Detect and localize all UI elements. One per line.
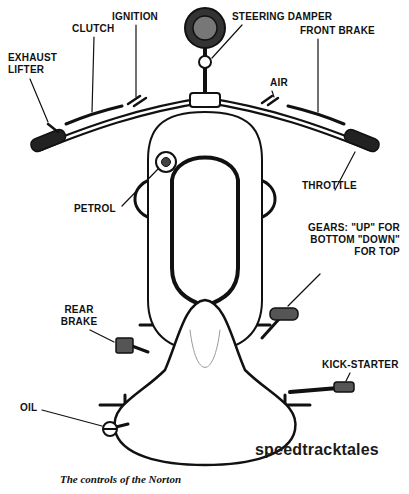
- rear-brake-pedal: [116, 338, 133, 353]
- saddle: [114, 300, 295, 465]
- figure-caption: The controls of the Norton: [60, 473, 181, 486]
- leader-line: [92, 37, 94, 112]
- part-label: GEARS: "UP" FOR BOTTOM "DOWN" FOR TOP: [292, 222, 400, 258]
- tank-panel: [172, 158, 238, 307]
- brake-arm: [132, 346, 148, 352]
- kick-starter-arm: [290, 388, 338, 392]
- part-label: FRONT BRAKE: [300, 25, 375, 37]
- petrol-cap-centre: [162, 158, 171, 167]
- leader-line: [317, 39, 318, 112]
- leader-line: [346, 373, 350, 381]
- gear-lever-pedal: [270, 308, 298, 320]
- part-label: CLUTCH: [72, 23, 114, 35]
- left-grip: [29, 128, 67, 154]
- leader-line: [90, 330, 114, 342]
- leader-line: [288, 274, 320, 306]
- part-label: OIL: [20, 402, 37, 414]
- leader-line: [122, 169, 158, 206]
- part-label: EXHAUST LIFTER: [8, 52, 70, 76]
- saddle-shade: [190, 330, 220, 368]
- kick-starter-pedal: [334, 382, 354, 392]
- part-label: PETROL: [74, 203, 116, 215]
- part-label: IGNITION: [112, 11, 158, 23]
- petrol-cap: [156, 152, 176, 172]
- leader-line: [212, 25, 242, 58]
- steering-damper-knob: [199, 56, 211, 68]
- oil-tap: [103, 422, 117, 436]
- part-label: STEERING DAMPER: [232, 11, 332, 23]
- headlamp: [185, 8, 225, 48]
- gear-lever-arm: [262, 318, 280, 338]
- exhaust-lifter: [48, 124, 58, 132]
- leader-line: [30, 79, 48, 122]
- part-label: AIR: [270, 77, 288, 89]
- part-label: REAR BRAKE: [56, 304, 102, 328]
- air-lever: [262, 96, 278, 105]
- leader-line: [135, 25, 136, 97]
- front-brake-lever: [288, 106, 344, 124]
- part-label: THROTTLE: [302, 180, 357, 192]
- ignition-lever: [128, 96, 146, 106]
- clutch-lever: [66, 106, 122, 124]
- leader-line: [272, 91, 274, 97]
- watermark: speedtracktales: [255, 441, 379, 459]
- speedometer: [193, 16, 217, 40]
- part-label: KICK-STARTER: [322, 359, 399, 371]
- leader-line: [42, 410, 102, 426]
- oil-tap-handle: [104, 428, 116, 430]
- leader-lines: [30, 25, 355, 426]
- bar-clamp: [190, 93, 220, 107]
- right-grip: [343, 128, 381, 154]
